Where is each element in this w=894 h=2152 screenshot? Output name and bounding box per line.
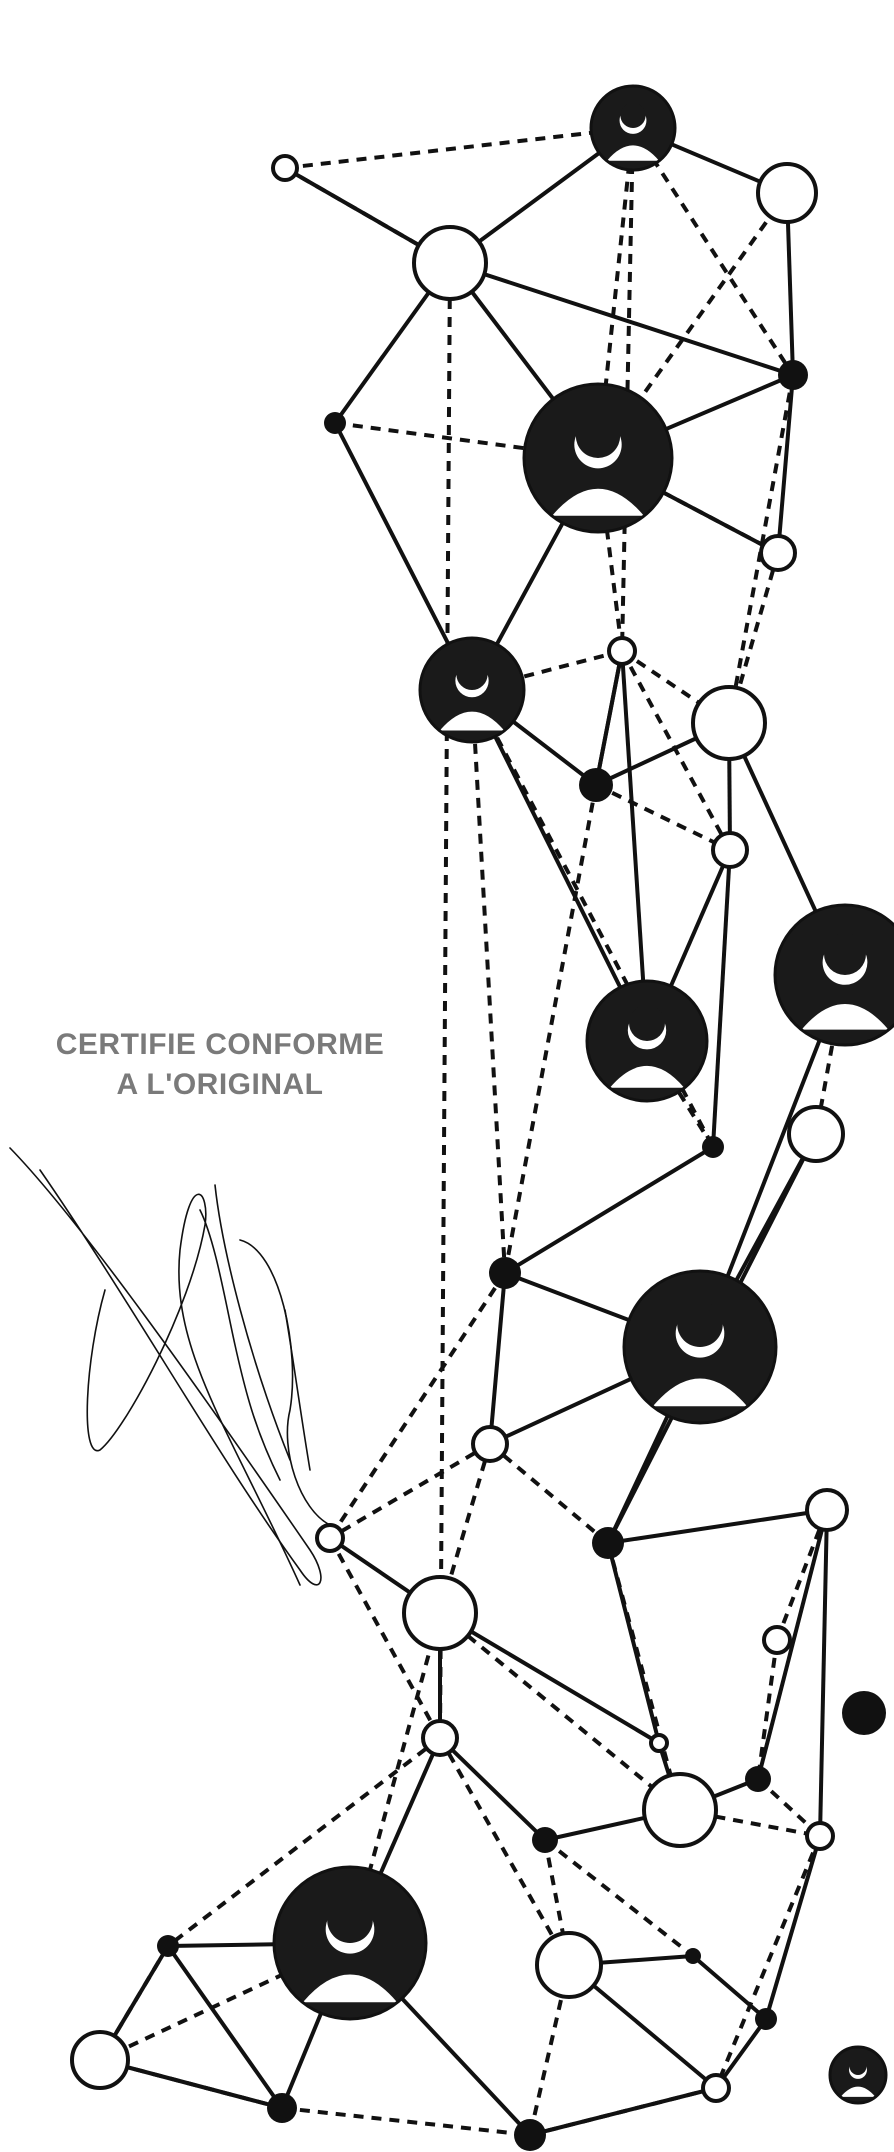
stamp-line-2: A L'ORIGINAL [20,1065,420,1105]
solid-connection [596,651,622,785]
network-node-icon [789,1107,843,1161]
person-avatar-icon [591,86,675,170]
dashed-connection [596,785,730,850]
person-avatar-icon [274,1867,426,2019]
solid-connection [693,1956,766,2019]
solid-connection [440,1613,659,1743]
network-node-icon [764,1627,790,1653]
handwritten-signature [0,1130,430,1610]
network-node-icon [758,164,816,222]
stamp-line-1: CERTIFIE CONFORME [20,1025,420,1065]
solid-connection [440,1738,545,1840]
person-avatar-icon [587,981,707,1101]
solid-connection [450,263,793,375]
network-node-icon [778,360,808,390]
network-node-icon [755,2008,777,2030]
network-node-icon [592,1527,624,1559]
network-node-icon [745,1766,771,1792]
person-avatar-icon [775,905,894,1045]
network-node-icon [761,536,795,570]
network-node-icon [473,1427,507,1461]
solid-connection [505,1147,713,1273]
network-node-icon [423,1721,457,1755]
person-avatar-icon [524,384,672,532]
network-node-icon [267,2093,297,2123]
dashed-connection [472,690,505,1273]
dashed-connection [285,128,633,168]
person-avatar-icon [830,2047,886,2103]
solid-connection [608,1543,659,1743]
solid-connection [820,1510,827,1836]
solid-connection [608,1510,827,1543]
solid-connection [766,1836,820,2019]
person-avatar-icon [624,1271,776,1423]
network-node-icon [685,1948,701,1964]
dashed-connection [490,1444,608,1543]
network-node-icon [324,412,346,434]
dashed-connection [282,2108,530,2135]
network-node-icon [157,1935,179,1957]
network-node-icon [72,2032,128,2088]
network-node-icon [644,1774,716,1846]
network-node-icon [842,1691,886,1735]
network-node-icon [702,1136,724,1158]
solid-connection [530,2088,716,2135]
solid-connection [713,850,730,1147]
network-node-icon [651,1735,667,1751]
certification-stamp: CERTIFIE CONFORME A L'ORIGINAL [20,1025,420,1105]
network-node-icon [713,833,747,867]
dashed-connection [716,1836,820,2088]
solid-connection [778,375,793,553]
network-node-icon [532,1827,558,1853]
network-node-icon [514,2119,546,2151]
dashed-connection [633,128,793,375]
dashed-connection [505,785,596,1273]
network-node-icon [703,2075,729,2101]
solid-connection [490,1273,505,1444]
network-node-icon [489,1257,521,1289]
network-node-icon [414,227,486,299]
person-avatar-icon [420,638,524,742]
dashed-connection [440,1613,680,1810]
dashed-connection [440,263,450,1738]
network-node-icon [609,638,635,664]
network-node-icon [807,1490,847,1530]
network-node-icon [579,768,613,802]
network-node-icon [273,156,297,180]
network-node-icon [693,687,765,759]
network-node-icon [537,1933,601,1997]
network-node-icon [807,1823,833,1849]
